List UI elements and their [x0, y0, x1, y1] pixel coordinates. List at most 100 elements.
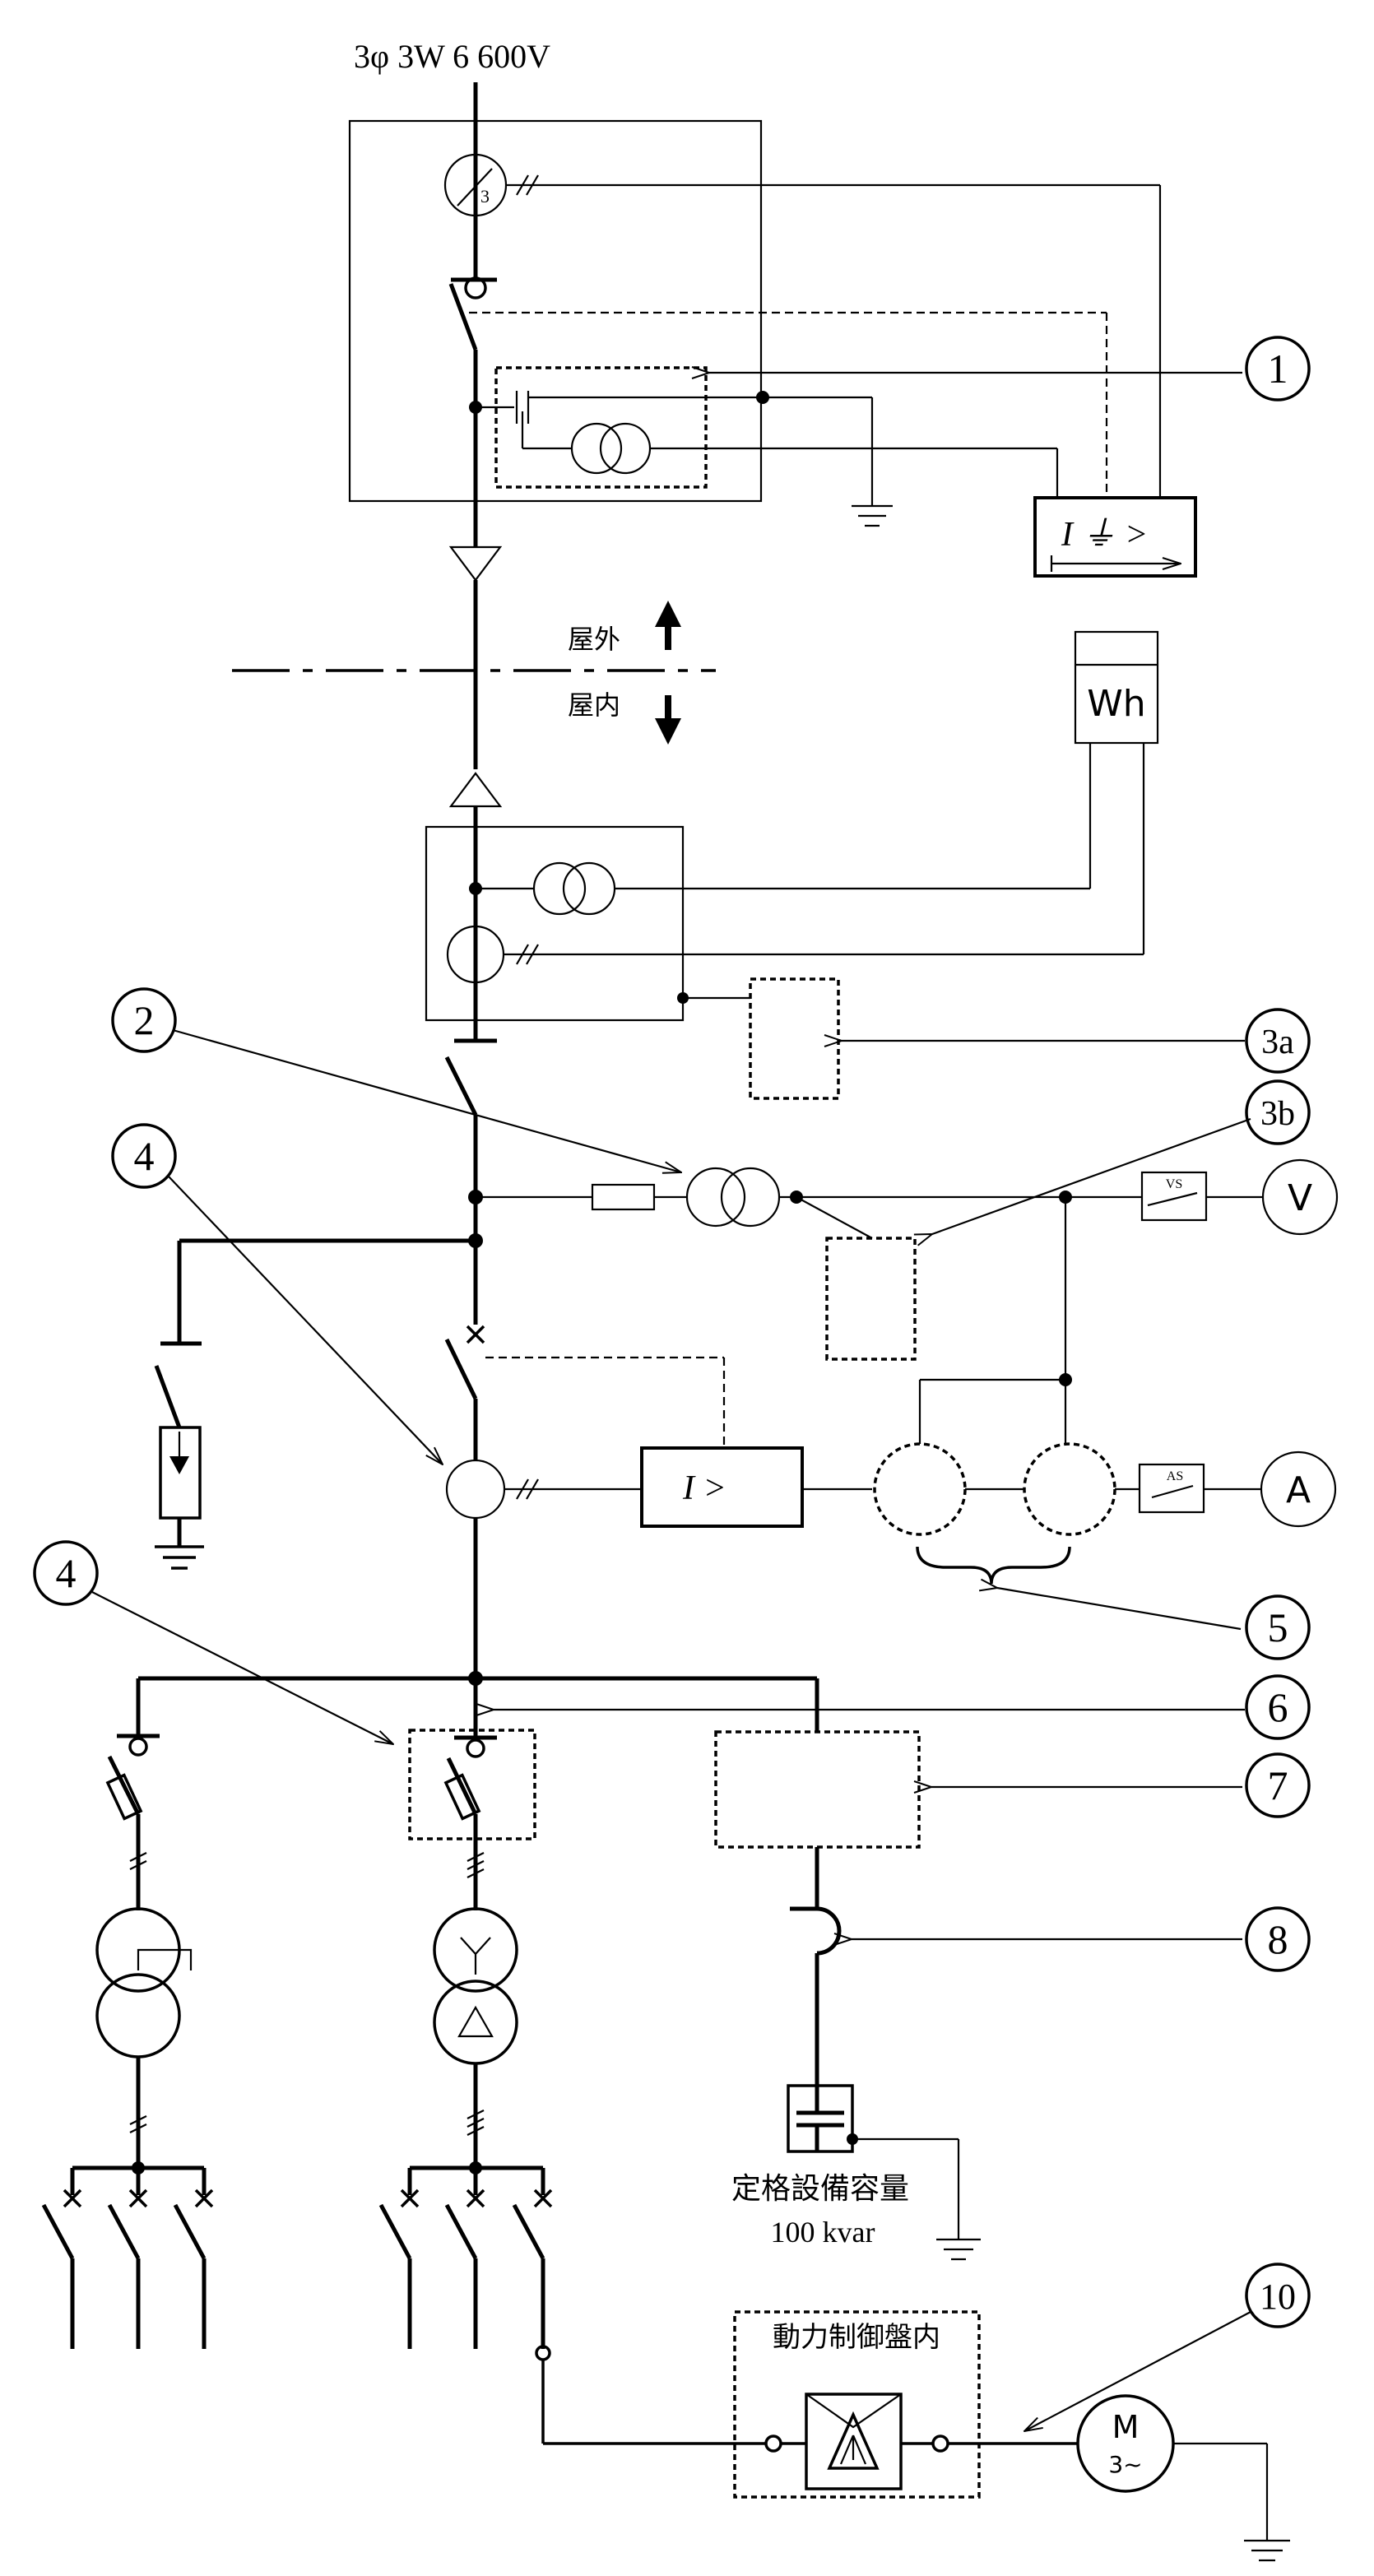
callout-3a — [1245, 1008, 1311, 1074]
outside-label: 屋外 — [568, 624, 620, 654]
left-pcs-contact-icon — [128, 1737, 148, 1757]
left-fuse-icon — [105, 1773, 143, 1821]
vct-ct-tick-1 — [516, 944, 529, 965]
vt-coil-2 — [599, 422, 652, 475]
ct-ratio-label: 3 — [480, 186, 490, 207]
8-dashed-box — [714, 1730, 921, 1849]
cable-head-indoor — [448, 772, 503, 808]
callout-6 — [1245, 1594, 1311, 1660]
callout-10 — [1245, 2263, 1311, 2328]
left-sec-tick-2 — [129, 2123, 147, 2133]
left-cable-tick-1 — [129, 1852, 147, 1862]
ocr-label: I > — [682, 1469, 726, 1507]
mid-cable-tick-2 — [467, 1860, 485, 1870]
callout-7-label: 6 — [1268, 1684, 1288, 1730]
starter-delta-icon — [827, 2411, 880, 2470]
callout-9 — [1245, 1906, 1311, 1972]
mid-transformer-coil-2 — [433, 1980, 518, 2065]
left-cable-tick-2 — [129, 1860, 147, 1870]
delta-icon — [457, 2005, 494, 2038]
callout-3b-leader — [932, 1117, 1251, 1234]
motor-panel-dashed-box — [733, 2310, 981, 2499]
callout-5 — [33, 1540, 99, 1606]
left-lv-breakers — [41, 2168, 214, 2349]
mid-sec-tick-1 — [467, 2110, 485, 2119]
starter-inner-lines — [839, 2434, 867, 2465]
wh-meter-box — [1074, 630, 1159, 745]
wye-icon — [460, 1937, 491, 1975]
callout-3b — [1245, 1079, 1311, 1145]
callout-10-leader — [1024, 2311, 1251, 2431]
starter-v-mark — [805, 2393, 902, 2429]
ground-relay-box — [1033, 496, 1197, 578]
arrow-down-icon — [655, 695, 681, 745]
callout-4-leader — [168, 1176, 443, 1464]
left-sec-tick-1 — [129, 2115, 147, 2125]
pas-blade — [448, 283, 478, 350]
callout-4-label: 4 — [134, 1133, 155, 1179]
mid-cable-tick-3 — [467, 1868, 485, 1878]
callout-7 — [1245, 1674, 1311, 1740]
motor-starter-box — [805, 2393, 903, 2490]
ocr-box — [640, 1446, 804, 1528]
capacitor-rating-label: 定格設備容量 — [731, 2172, 909, 2206]
callout-2-leader — [172, 1028, 681, 1172]
3b-dashed-box — [825, 1237, 917, 1361]
vct-ct-tick-2 — [526, 944, 539, 965]
voltmeter-label: V — [1288, 1177, 1312, 1219]
vcb-x-2 — [466, 1325, 485, 1344]
callout-2 — [111, 987, 177, 1053]
capacitor-rating-value: 100 kvar — [771, 2216, 875, 2249]
vct-vt-coil-2 — [562, 861, 616, 916]
ct-tick-2 — [526, 1478, 539, 1500]
zct-slash — [457, 168, 493, 207]
vs-blade — [1147, 1191, 1198, 1207]
callout-1-label: 1 — [1268, 346, 1288, 392]
la-disconnector-blade — [154, 1365, 182, 1428]
6-brace — [916, 1546, 1071, 1585]
ammeter-label: A — [1286, 1469, 1311, 1511]
ct-tick-1 — [516, 1478, 529, 1500]
terminal-icon — [764, 2434, 782, 2453]
vct-box — [425, 825, 685, 1022]
mid-sec-tick-3 — [467, 2126, 485, 2136]
callout-10-label: 10 — [1260, 2277, 1296, 2317]
la-arrow-head — [169, 1456, 189, 1474]
callout-5-label: 4 — [56, 1550, 77, 1596]
wh-meter-label: Wh — [1087, 683, 1145, 725]
motor-label: M — [1112, 2409, 1140, 2445]
zpd-dashed-box — [494, 366, 708, 489]
callout-4 — [111, 1123, 177, 1189]
ammeter-icon — [1260, 1450, 1337, 1528]
mid-cable-tick-1 — [467, 1852, 485, 1862]
left-transformer-coil-2 — [95, 1973, 181, 2058]
motor-panel-label: 動力制御盤内 — [773, 2321, 940, 2354]
terminal-icon — [931, 2434, 949, 2453]
mid-fuse-icon — [443, 1773, 481, 1821]
mid-pcs-contact-icon — [466, 1738, 485, 1758]
arrow-up-icon — [655, 601, 681, 650]
mid-sec-tick-2 — [467, 2118, 485, 2128]
pas-enclosure — [348, 119, 763, 503]
callout-6-leader — [997, 1588, 1242, 1631]
ground-relay-label: I ⏚ > — [1061, 516, 1148, 554]
callout-3b-label: 3b — [1260, 1095, 1295, 1133]
inside-label: 屋内 — [568, 690, 620, 720]
left-transformer-tap — [137, 1948, 193, 1970]
junction-dot — [756, 391, 769, 404]
callout-8 — [1245, 1752, 1311, 1818]
3a-dashed-box — [749, 977, 840, 1100]
callout-9-label: 8 — [1268, 1916, 1288, 1962]
cable-head-outdoor — [448, 545, 503, 582]
zct-tick-2 — [526, 174, 539, 196]
vct-vt-coil-1 — [532, 861, 587, 916]
left-pcs-blade — [107, 1755, 141, 1816]
callout-3a-label: 3a — [1261, 1023, 1294, 1061]
callout-2-label: 2 — [134, 997, 155, 1043]
vs-label: VS — [1166, 1177, 1182, 1191]
callout-1 — [1245, 336, 1311, 401]
vt-metering-coil-2 — [720, 1167, 781, 1228]
5-dashed-box — [408, 1729, 536, 1840]
vt-metering-coil-1 — [685, 1167, 746, 1228]
